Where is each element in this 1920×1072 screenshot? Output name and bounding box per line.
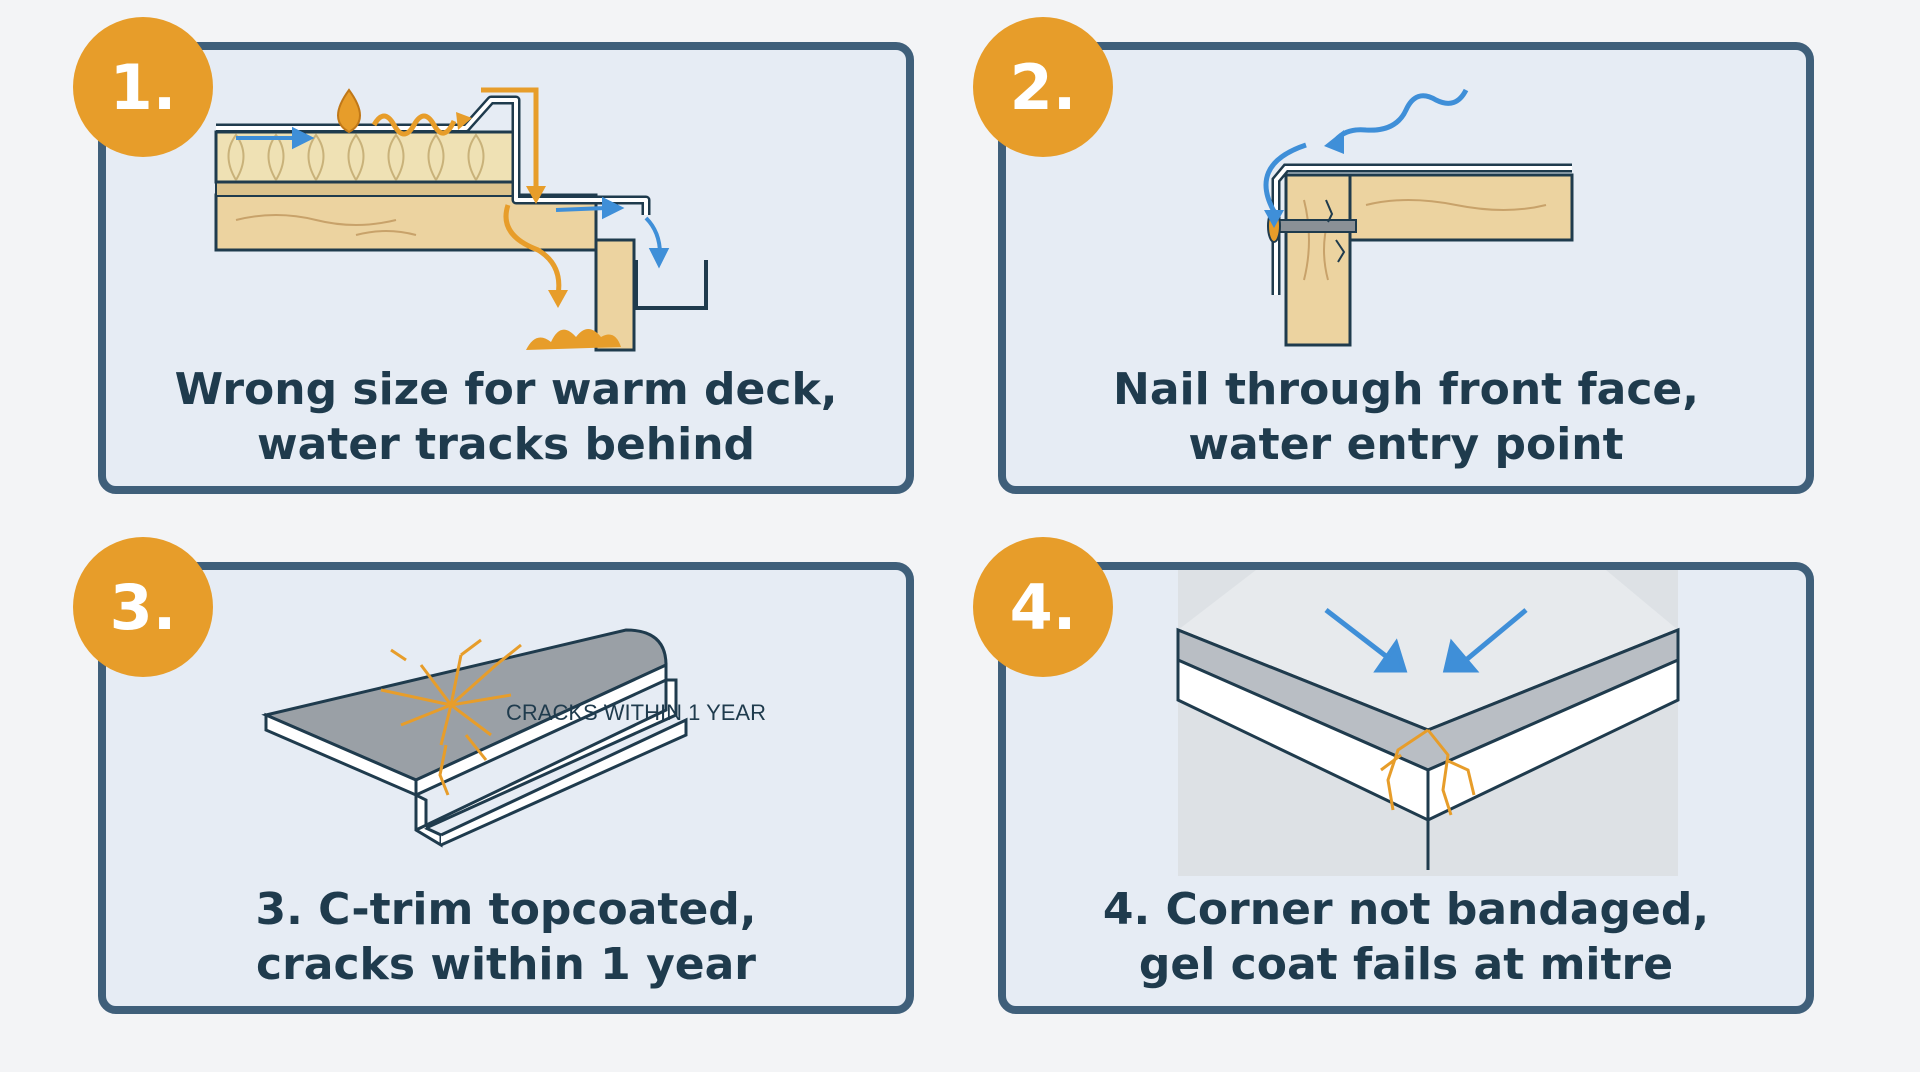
crack-icon: [1380, 728, 1476, 816]
caption-line-1: 4. Corner not bandaged,: [1102, 884, 1710, 935]
water-drop-icon: [337, 88, 361, 134]
wind-arrow-icon: [236, 126, 670, 269]
panel-warm-deck: Wrong size for warm deck, water tracks b…: [98, 42, 914, 494]
wavy-arrow-icon: [1334, 88, 1469, 142]
panel-c-trim: CRACKS WITHIN 1 YEAR 3. C-trim topcoated…: [98, 562, 914, 1014]
nail-illustration: [1263, 88, 1574, 347]
caption: 3. C-trim topcoated, cracks within 1 yea…: [106, 882, 906, 992]
step-number-badge: 4.: [973, 537, 1113, 677]
caption-line-1: Nail through front face,: [1113, 364, 1699, 415]
step-number-badge: 1.: [73, 17, 213, 157]
arrow-icon: [1324, 608, 1528, 673]
caption-line-2: water tracks behind: [256, 419, 756, 470]
caption-line-2: water entry point: [1188, 419, 1624, 470]
caption-line-1: 3. C-trim topcoated,: [255, 884, 757, 935]
caption: Nail through front face, water entry poi…: [1006, 362, 1806, 472]
corner-illustration: [1176, 570, 1680, 876]
crack-icon: [380, 638, 522, 796]
crack-icon: [1325, 199, 1346, 263]
panel-nail-front-face: Nail through front face, water entry poi…: [998, 42, 1814, 494]
caption-line-2: cracks within 1 year: [256, 939, 756, 990]
warm-deck-illustration: [214, 87, 708, 352]
panel-corner-mitre: 4. Corner not bandaged, gel coat fails a…: [998, 562, 1814, 1014]
splash-icon: [526, 329, 621, 350]
c-trim-illustration: CRACKS WITHIN 1 YEAR: [261, 628, 766, 848]
curved-arrow-icon: [1263, 142, 1307, 217]
caption-line-1: Wrong size for warm deck,: [174, 364, 838, 415]
cracks-label: CRACKS WITHIN 1 YEAR: [506, 700, 766, 725]
caption-line-2: gel coat fails at mitre: [1138, 939, 1674, 990]
gutter-icon: [634, 260, 708, 310]
step-number-badge: 2.: [973, 17, 1113, 157]
wavy-arrow-icon: [371, 113, 457, 137]
step-number-badge: 3.: [73, 537, 213, 677]
caption: Wrong size for warm deck, water tracks b…: [106, 362, 906, 472]
caption: 4. Corner not bandaged, gel coat fails a…: [1006, 882, 1806, 992]
